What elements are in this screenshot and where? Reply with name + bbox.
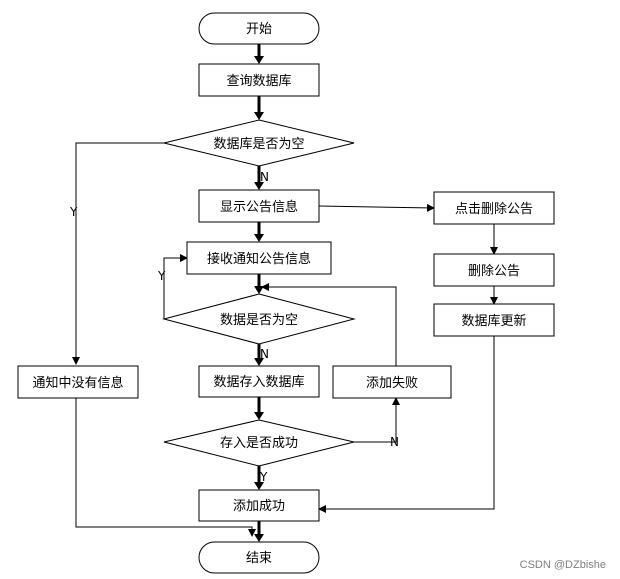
edge-label-db-empty-yes: Y	[69, 205, 78, 219]
node-click-delete: 点击删除公告	[433, 191, 555, 225]
node-db-update: 数据库更新	[433, 303, 555, 337]
add-fail-label: 添加失败	[366, 376, 418, 391]
watermark: CSDN @DZbishe	[520, 559, 606, 571]
node-start: 开始	[198, 12, 320, 45]
query-db-label: 查询数据库	[226, 73, 291, 89]
click-delete-label: 点击删除公告	[455, 202, 533, 217]
show-notice-label: 显示公告信息	[220, 199, 298, 215]
edge-label-db-empty-no: N	[260, 170, 269, 184]
node-store-data: 数据存入数据库	[198, 365, 320, 398]
delete-notice-label: 删除公告	[468, 264, 520, 279]
data-empty-label: 数据是否为空	[220, 313, 298, 328]
node-add-success: 添加成功	[198, 489, 320, 522]
receive-notice-label: 接收通知公告信息	[207, 251, 311, 267]
node-add-fail: 添加失败	[332, 365, 452, 399]
db-update-label: 数据库更新	[461, 313, 526, 329]
decision-store-success: 存入是否成功	[163, 419, 355, 467]
node-delete-notice: 删除公告	[433, 253, 555, 287]
edge-label-data-empty-yes: Y	[157, 269, 166, 283]
edge-label-store-success-yes: Y	[259, 470, 268, 484]
edge-label-data-empty-no: N	[260, 347, 269, 361]
store-success-label: 存入是否成功	[220, 436, 298, 451]
db-empty-label: 数据库是否为空	[213, 136, 304, 152]
no-info-label: 通知中没有信息	[32, 375, 123, 391]
arrow-data-empty-yes-to-receive	[163, 254, 188, 319]
arrow-add-fail-to-data-empty	[261, 283, 397, 366]
node-query-db: 查询数据库	[198, 63, 320, 97]
edge-label-store-success-no: N	[390, 435, 399, 449]
node-end: 结束	[198, 541, 320, 574]
node-no-info: 通知中没有信息	[17, 365, 139, 399]
arrow-show-to-click-delete	[318, 203, 435, 212]
store-data-label: 数据存入数据库	[213, 374, 304, 390]
arrow-success-q-no-to-add-fail	[354, 397, 400, 443]
end-label: 结束	[246, 551, 272, 566]
decision-db-empty: 数据库是否为空	[163, 119, 355, 167]
add-success-label: 添加成功	[233, 499, 285, 514]
start-label: 开始	[246, 22, 272, 37]
arrow-db-empty-yes-to-no-info	[72, 142, 164, 365]
node-receive-notice: 接收通知公告信息	[186, 241, 332, 275]
connectors	[72, 44, 498, 542]
decision-data-empty: 数据是否为空	[162, 293, 356, 345]
arrow-db-update-to-add-success	[318, 336, 495, 513]
arrow-no-info-to-end	[75, 398, 256, 537]
node-show-notice: 显示公告信息	[198, 189, 320, 223]
